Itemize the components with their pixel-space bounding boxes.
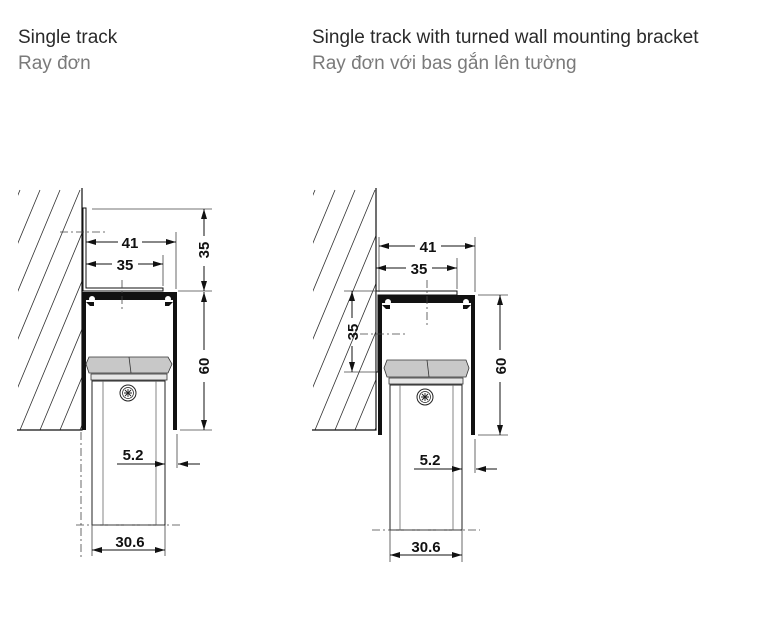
left-dim-35-vertical: 35 [196, 242, 213, 259]
right-subtitle: Ray đơn với bas gắn lên tường [312, 53, 577, 74]
right-carriage [383, 359, 470, 385]
screw-icon [119, 384, 137, 402]
left-carriage [85, 356, 173, 381]
left-drawing: 41 35 35 60 5.2 30.6 [17, 188, 213, 560]
right-title: Single track with turned wall mounting b… [312, 27, 699, 48]
left-dim-60: 60 [196, 358, 213, 375]
right-wall-hatch [313, 189, 376, 430]
right-track-profile [378, 295, 475, 435]
left-dim-41: 41 [122, 235, 139, 252]
left-bracket [82, 207, 164, 292]
left-door-panel [91, 380, 166, 526]
left-subtitle: Ray đơn [18, 53, 91, 74]
right-dim-30-6: 30.6 [411, 539, 440, 556]
left-wall-hatch [18, 189, 82, 430]
right-dimensions: 41 35 35 60 5.2 30.6 [344, 237, 510, 562]
left-title: Single track [18, 27, 118, 48]
right-door-panel [389, 384, 463, 531]
left-dim-5-2: 5.2 [123, 447, 144, 464]
left-wall-edge [17, 188, 83, 431]
right-dim-35: 35 [411, 261, 428, 278]
right-dim-41: 41 [420, 239, 437, 256]
screw-icon [416, 388, 434, 406]
right-dim-35-vertical: 35 [345, 324, 362, 341]
left-track-profile [82, 292, 177, 430]
left-dimensions: 41 35 35 60 5.2 30.6 [60, 208, 213, 560]
right-dim-60: 60 [493, 358, 510, 375]
right-dim-5-2: 5.2 [420, 452, 441, 469]
left-dim-30-6: 30.6 [115, 534, 144, 551]
right-wall-edge [312, 188, 377, 431]
left-dim-35: 35 [117, 257, 134, 274]
right-drawing: 41 35 35 60 5.2 30.6 [312, 188, 510, 562]
